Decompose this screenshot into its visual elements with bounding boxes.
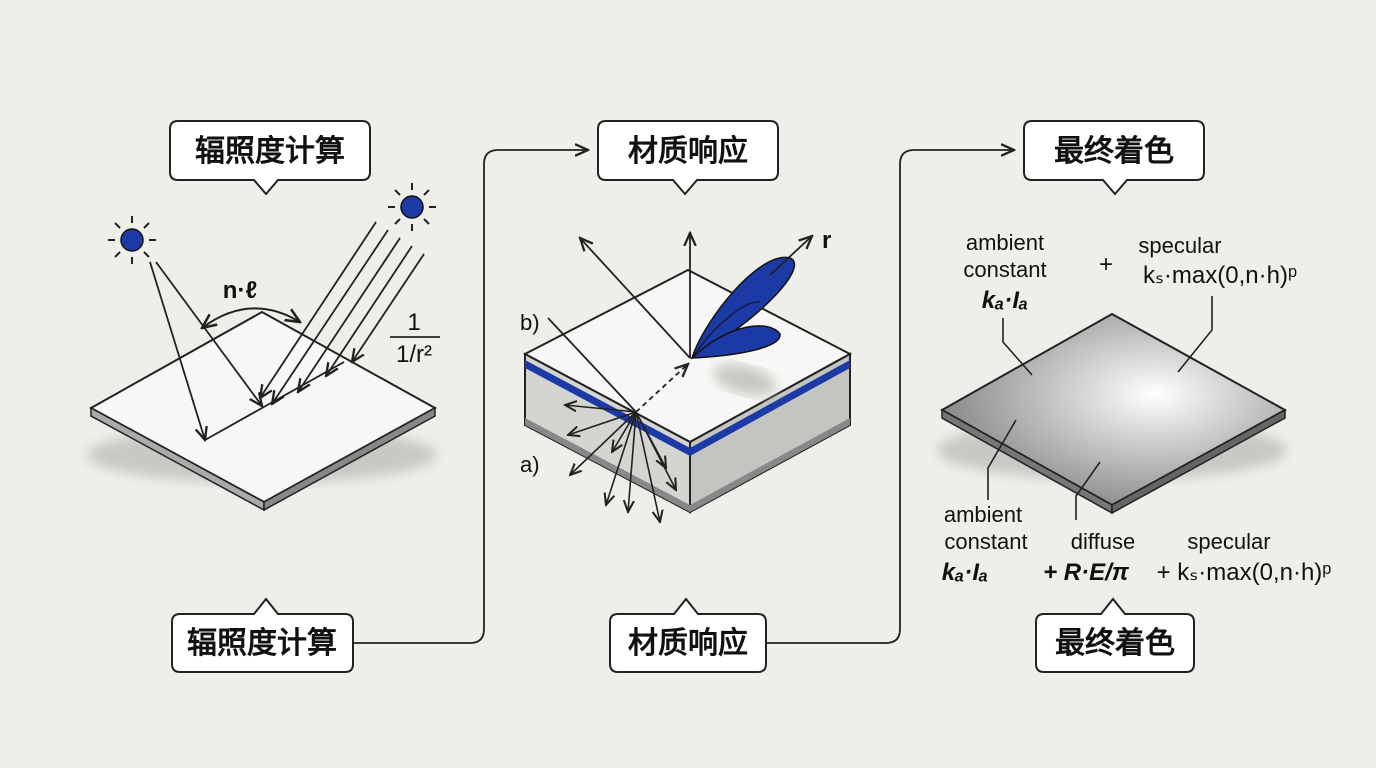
parallel-rays [260, 221, 425, 404]
reflection-arrows [547, 233, 812, 413]
top-specular-label: specular [1138, 233, 1221, 258]
material-block [522, 268, 853, 514]
top-ambient-line1: ambient [966, 230, 1044, 255]
lobe-shadow [713, 364, 777, 396]
callout-shading-bottom: 最终着色 [1035, 597, 1195, 673]
bottom-diffuse-formula: + R·E/π [1043, 559, 1130, 586]
top-ambient-formula: kₐ·Iₐ [982, 287, 1028, 314]
bottom-ambient-formula: kₐ·Iₐ [942, 559, 988, 586]
top-specular-formula: kₛ·max(0,n·h)ᵖ [1143, 262, 1297, 289]
callout-irradiance-top-text: 辐照度计算 [195, 134, 345, 169]
sun-icon [388, 183, 436, 231]
bottom-ambient-line2: constant [944, 529, 1027, 554]
connector-arrow [766, 150, 1014, 644]
bottom-specular-label: specular [1187, 529, 1270, 554]
subsurface-scatter-arrows [565, 405, 676, 522]
connector-arrow [353, 150, 588, 644]
sun-icon [108, 216, 156, 264]
top-ambient-line2: constant [963, 257, 1046, 282]
label-a: a) [520, 452, 540, 477]
callout-material-top: 材质响应 [597, 120, 779, 196]
label-b: b) [520, 310, 540, 335]
callout-irradiance-bottom-text: 辐照度计算 [187, 626, 337, 661]
callout-shading-bottom-text: 最终着色 [1055, 626, 1175, 661]
bottom-diffuse-label: diffuse [1071, 529, 1135, 554]
panel-final-shading: 最终着色 ambient constant kₐ·Iₐ + specular k… [937, 120, 1332, 673]
panel-material: 材质响应 r b) [520, 120, 853, 673]
specular-lobe [690, 256, 796, 360]
callout-irradiance-bottom: 辐照度计算 [171, 597, 354, 673]
bottom-specular-formula: + kₛ·max(0,n·h)ᵖ [1157, 559, 1332, 586]
falloff-denominator: 1/r² [396, 341, 432, 368]
callout-shading-top-text: 最终着色 [1054, 134, 1174, 169]
falloff-numerator: 1 [407, 309, 420, 336]
angle-label: n·ℓ [223, 277, 257, 304]
panel-irradiance: 辐照度计算 [87, 120, 440, 673]
callout-material-bottom: 材质响应 [609, 597, 767, 673]
callout-material-top-text: 材质响应 [628, 134, 748, 169]
label-r: r [822, 227, 831, 254]
callout-material-bottom-text: 材质响应 [628, 626, 748, 661]
shaded-surface-slab [939, 312, 1288, 515]
leader-lines [987, 296, 1213, 520]
bottom-ambient-line1: ambient [944, 502, 1022, 527]
callout-irradiance-top: 辐照度计算 [169, 120, 371, 196]
surface-slab [88, 310, 438, 512]
angle-arc [202, 307, 300, 328]
top-plus: + [1099, 251, 1113, 278]
callout-shading-top: 最终着色 [1023, 120, 1205, 196]
